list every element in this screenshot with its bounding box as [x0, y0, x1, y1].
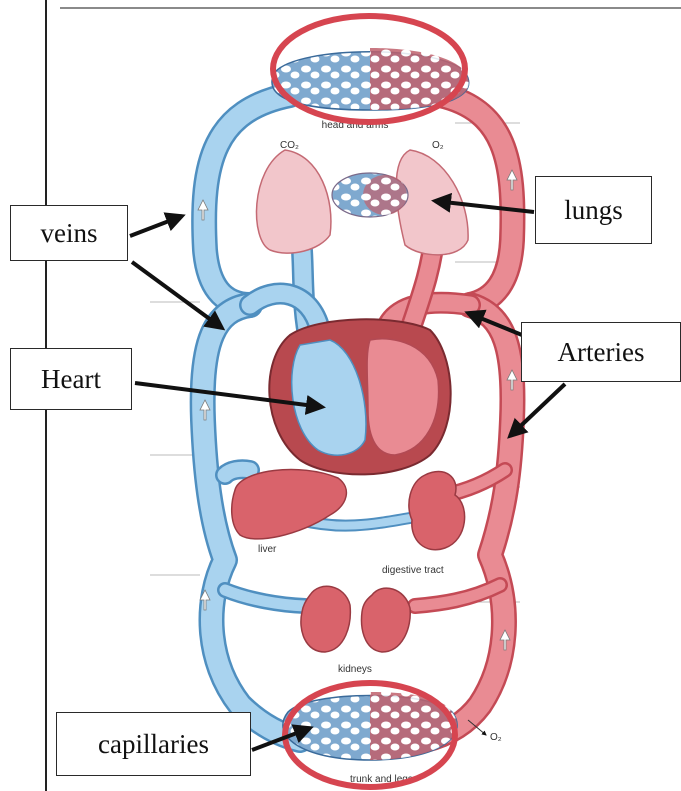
- lungs-label-box: lungs: [535, 176, 652, 244]
- veins-label-box: veins: [10, 205, 128, 261]
- lungs-label: lungs: [564, 195, 623, 226]
- arteries-label: Arteries: [558, 337, 645, 368]
- kidneys-organ: [301, 586, 410, 652]
- o2-top-label: O₂: [432, 140, 444, 151]
- heart-label-box: Heart: [10, 348, 132, 410]
- capillaries-label-box: capillaries: [56, 712, 251, 776]
- heart-label: Heart: [41, 364, 101, 395]
- digestive-tract-label: digestive tract: [382, 565, 444, 576]
- liver-label: liver: [258, 544, 277, 555]
- digestive-tract-organ: [409, 472, 465, 550]
- o2-bottom-label: O₂: [490, 732, 502, 743]
- arteries-label-box: Arteries: [521, 322, 681, 382]
- heart-organ: [269, 319, 450, 474]
- co2-label: CO₂: [280, 140, 299, 151]
- capillaries-label: capillaries: [98, 729, 209, 760]
- veins-label: veins: [41, 218, 98, 249]
- head-capillary-bed: [272, 48, 469, 110]
- veins-arrow-upper: [130, 216, 182, 236]
- kidneys-label: kidneys: [338, 664, 372, 675]
